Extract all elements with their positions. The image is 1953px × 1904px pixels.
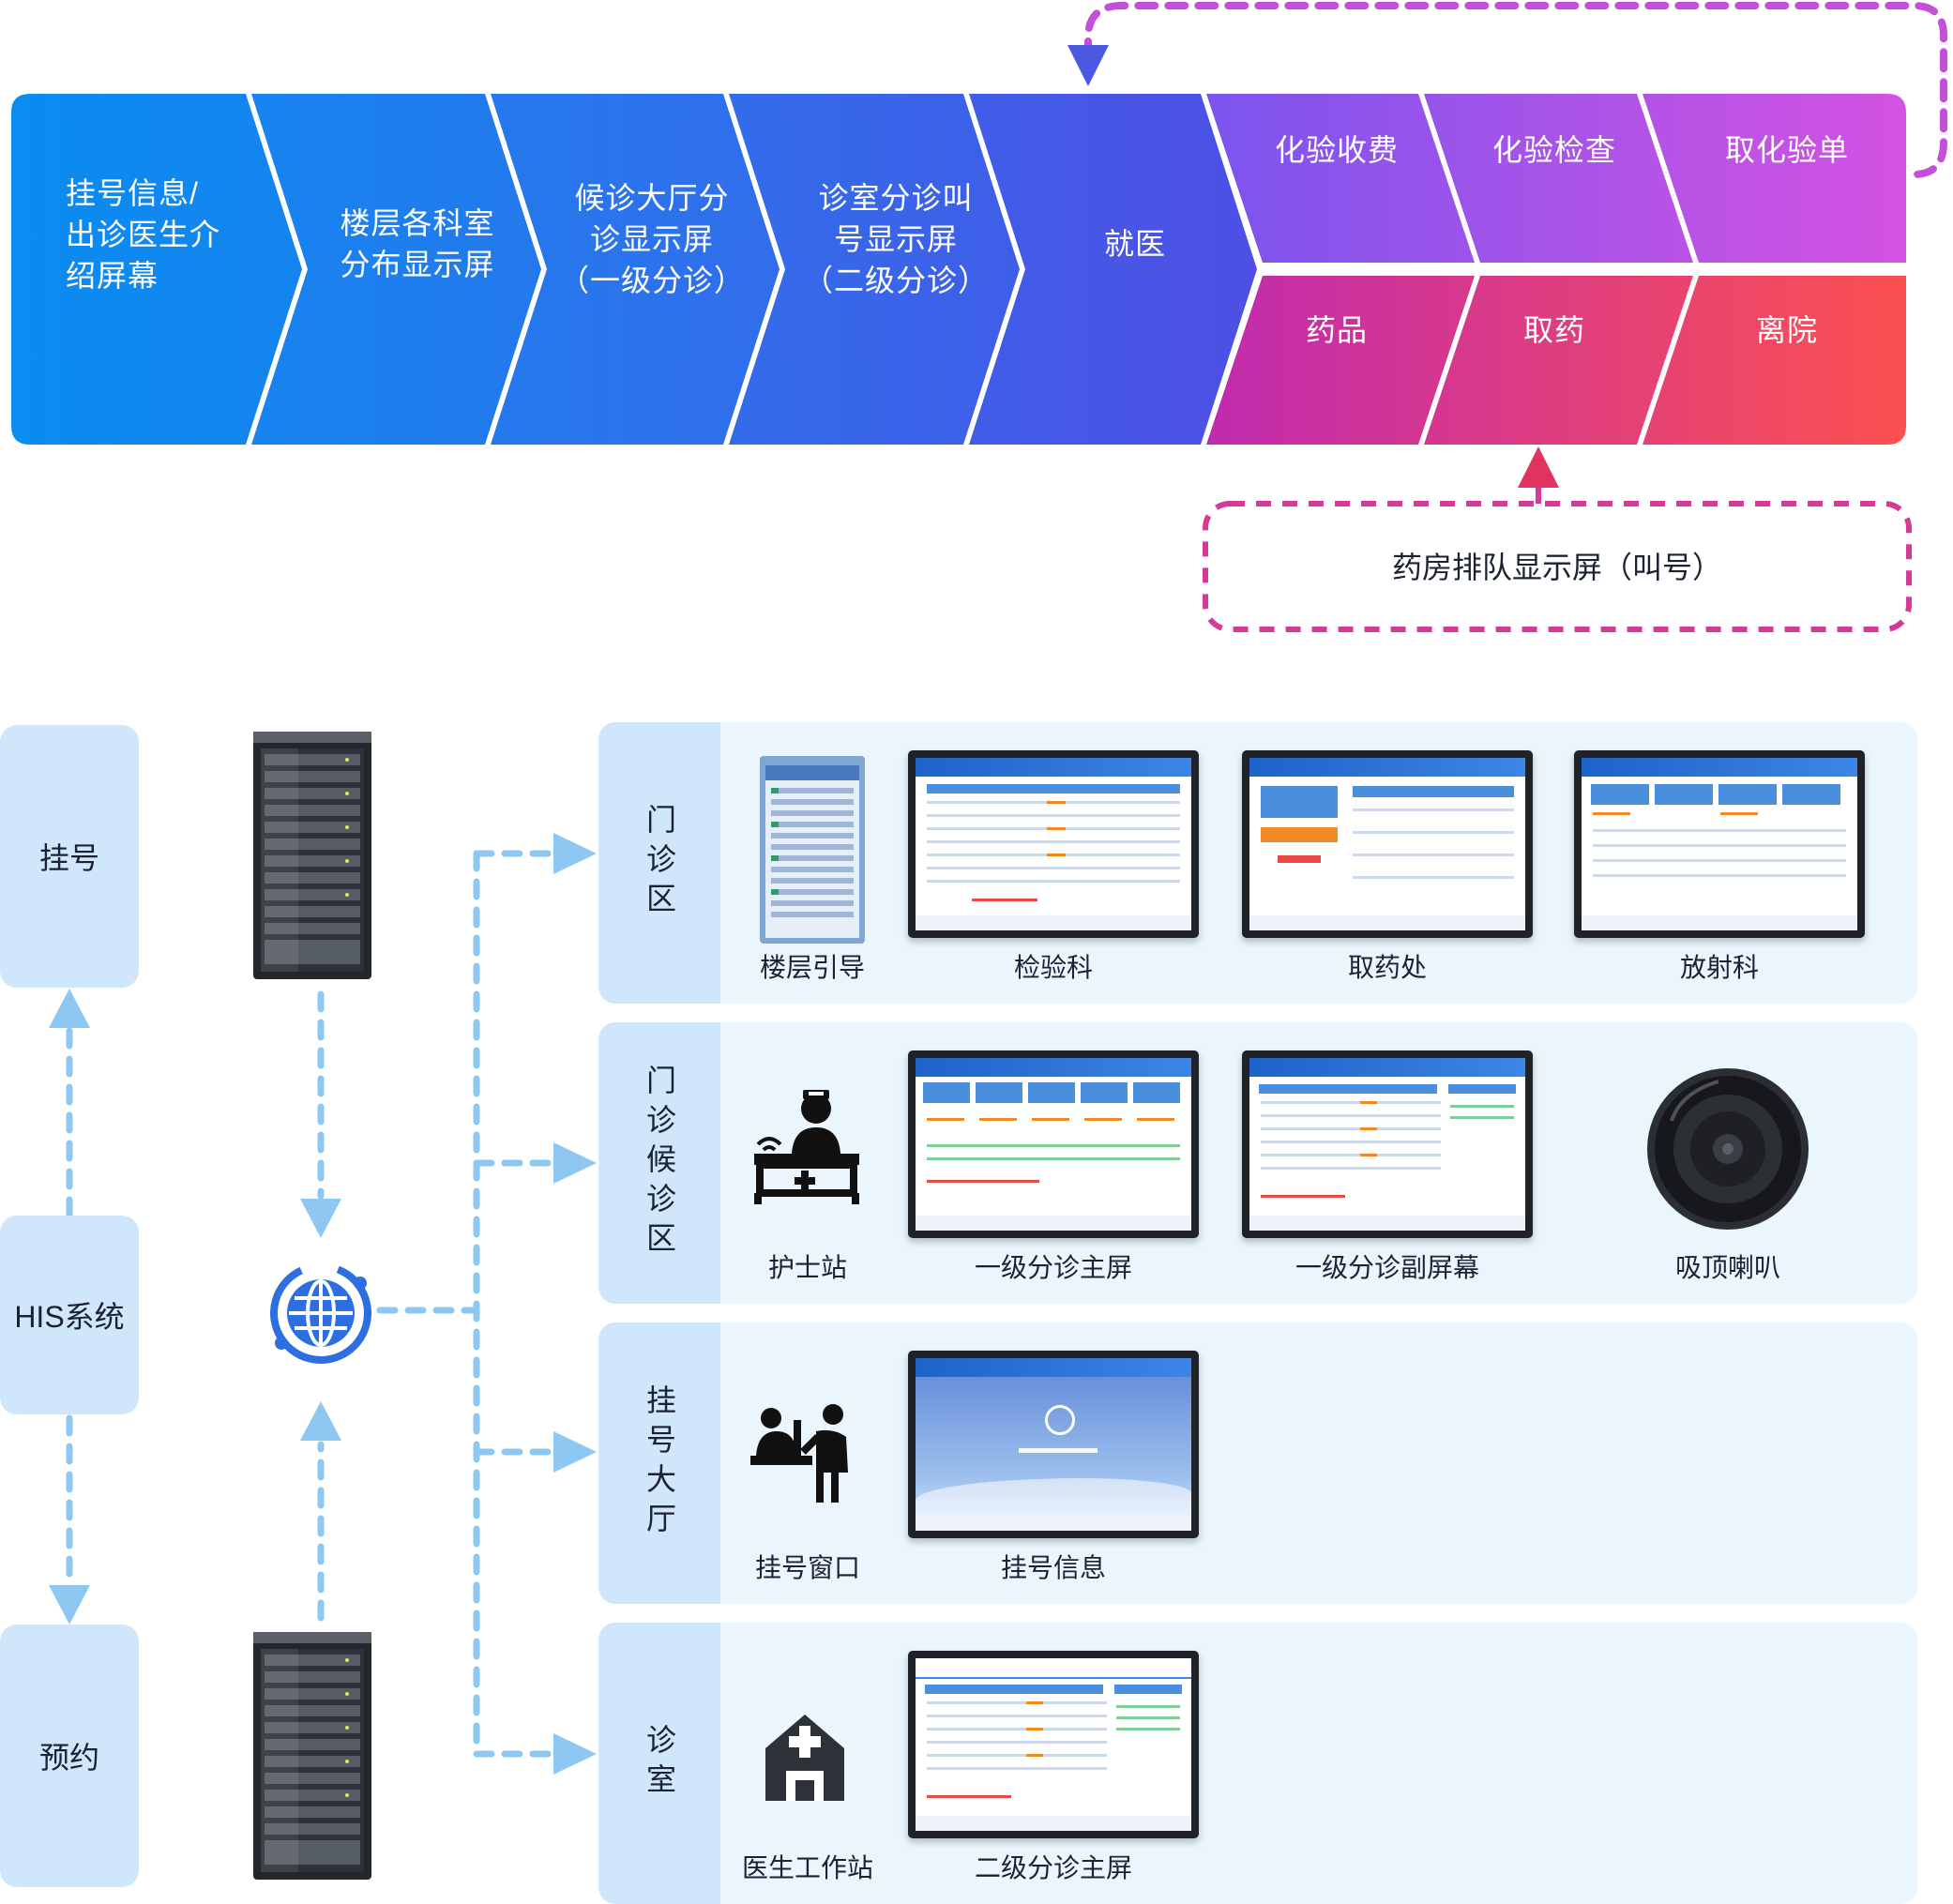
registration-window-icon [750, 1404, 848, 1503]
zone-registration-hall: 挂号大厅 挂号窗口 挂号信息 [598, 1322, 1917, 1604]
server-rack-icon [253, 1632, 371, 1880]
nurse-station-icon [754, 1090, 859, 1204]
device-label: 一级分诊主屏 [974, 1253, 1132, 1282]
device-label: 一级分诊副屏幕 [1294, 1253, 1479, 1282]
arrow-to-booking [49, 1585, 90, 1624]
flow-top-2-shape [1424, 94, 1693, 263]
device-label: 检验科 [1013, 953, 1093, 982]
flow-step-3-shape [491, 94, 780, 445]
device-label: 医生工作站 [741, 1853, 873, 1882]
flow-bottom-1-shape [1206, 276, 1475, 445]
his-system-box: HIS系统 [0, 1216, 139, 1414]
arrow-zone-3 [553, 1431, 597, 1473]
device-label: 护士站 [767, 1253, 847, 1282]
arrow-server2-up [300, 1401, 341, 1441]
flow-step-4-shape [729, 94, 1020, 445]
display-screen-icon [908, 1050, 1199, 1238]
device-label: 取药处 [1347, 953, 1427, 982]
booking-box: 预约 [0, 1624, 139, 1887]
his-system-label: HIS系统 [14, 1300, 125, 1334]
device-label: 挂号窗口 [754, 1553, 860, 1582]
connector-lines [49, 833, 597, 1775]
device-label: 楼层引导 [759, 953, 865, 982]
flow-top-1-shape [1206, 94, 1475, 263]
flow-top-2-label: 化验检查 [1491, 133, 1616, 167]
arrow-zone-4 [553, 1733, 597, 1775]
zone-title: 诊室 [643, 1724, 676, 1803]
register-box: 挂号 [0, 725, 139, 988]
display-screen-icon [1242, 1050, 1533, 1238]
flow-step-4-label: 诊室分诊叫 号显示屏 （二级分诊） [802, 181, 989, 297]
flow-loop-arrowhead [1067, 45, 1109, 86]
zone-title: 门诊区 [643, 804, 676, 922]
zone-consulting-room: 诊室 医生工作站 二级分诊主屏 [598, 1623, 1917, 1904]
flow-top-1-label: 化验收费 [1274, 133, 1399, 167]
hospital-icon [765, 1715, 844, 1801]
flow-step-5-label: 就医 [1103, 227, 1166, 261]
arrow-zone-2 [553, 1142, 597, 1184]
pharmacy-screen-label: 药房排队显示屏（叫号） [1391, 551, 1722, 584]
flow-step-3-label: 候诊大厅分 诊显示屏 （一级分诊） [558, 181, 745, 297]
flow-top-3-label: 取化验单 [1724, 133, 1849, 167]
device-label: 放射科 [1679, 953, 1759, 982]
flow-step-2-label: 楼层各科室 分布显示屏 [340, 206, 495, 281]
arrow-server1-down [300, 1199, 341, 1238]
pharmacy-arrowhead [1518, 446, 1559, 488]
server-rack-icon [253, 732, 371, 979]
device-label: 吸顶喇叭 [1674, 1253, 1780, 1282]
flow-bottom-1-label: 药品 [1305, 313, 1368, 347]
patient-flow-diagram [11, 1, 1947, 632]
booking-label: 预约 [38, 1741, 99, 1775]
device-label: 挂号信息 [1000, 1553, 1106, 1582]
arrow-to-register [49, 989, 90, 1028]
globe-network-icon [270, 1262, 371, 1364]
display-screen-icon [908, 1351, 1199, 1538]
zone-header: 挂号大厅 [598, 1322, 720, 1604]
zone-title: 门诊候诊区 [643, 1065, 676, 1262]
flow-step-5-shape [969, 94, 1257, 445]
ceiling-speaker-icon [1647, 1068, 1809, 1230]
flow-loop-connector [1084, 1, 1947, 178]
arrow-zone-1 [553, 833, 597, 874]
display-screen-icon [908, 750, 1199, 938]
zone-waiting: 门诊候诊区 护士站 一级分诊主屏 [598, 1022, 1917, 1304]
flow-step-1-shape [11, 94, 302, 445]
flow-bottom-2-shape [1424, 276, 1693, 445]
pharmacy-screen-box [1203, 501, 1912, 632]
zone-header: 门诊区 [598, 722, 720, 1004]
flow-step-2-shape [251, 94, 541, 445]
flow-bottom-2-label: 取药 [1522, 313, 1585, 347]
display-screen-icon [1574, 750, 1865, 938]
device-label: 二级分诊主屏 [974, 1853, 1132, 1882]
zone-title: 挂号大厅 [643, 1384, 676, 1542]
zone-header: 诊室 [598, 1623, 720, 1904]
display-screen-icon [1242, 750, 1533, 938]
register-label: 挂号 [38, 841, 99, 875]
zone-header: 门诊候诊区 [598, 1022, 720, 1304]
flow-top-3-shape [1643, 94, 1906, 263]
flow-step-1-label: 挂号信息/ 出诊医生介 绍屏幕 [66, 176, 221, 293]
floor-guide-board-icon [760, 756, 865, 944]
zone-outpatient: 门诊区 楼层引导 检验科 [598, 722, 1917, 1004]
flow-bottom-3-shape [1643, 276, 1906, 445]
flow-bottom-3-label: 离院 [1755, 313, 1818, 347]
display-screen-icon [908, 1651, 1199, 1838]
